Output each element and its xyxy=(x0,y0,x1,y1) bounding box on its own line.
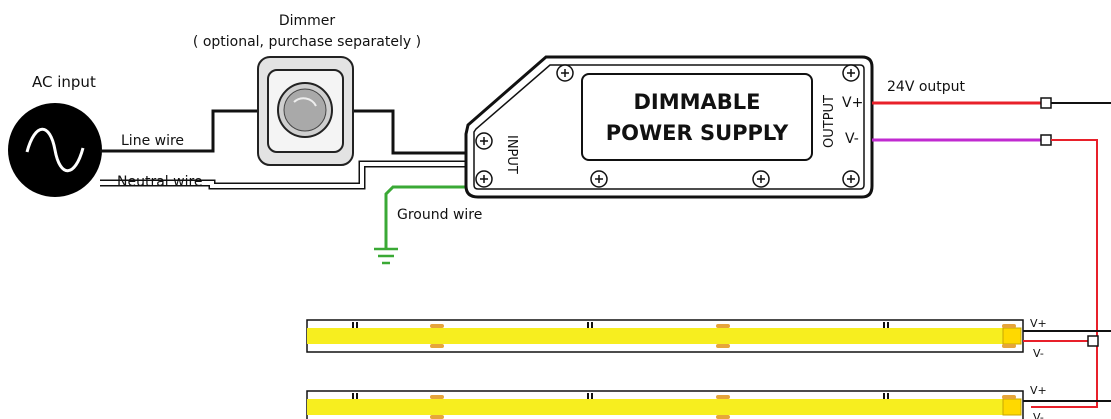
led-strip-1-diodes xyxy=(307,328,1021,344)
screw-plus-icon xyxy=(475,170,493,188)
sine-wave-icon xyxy=(25,127,85,173)
negative-connector xyxy=(1040,134,1052,146)
screw-plus-icon xyxy=(842,64,860,82)
screw-plus-icon xyxy=(475,132,493,150)
strip2-vplus-label: V+ xyxy=(1030,384,1047,397)
dimmer-label: Dimmer xyxy=(279,13,336,29)
neutral-wire-label: Neutral wire xyxy=(117,174,203,190)
screw-plus-icon xyxy=(556,64,574,82)
ac-input-label: AC input xyxy=(32,73,96,91)
power-supply: DIMMABLE POWER SUPPLY INPUT OUTPUT V+ V- xyxy=(464,55,874,199)
led-strip-1 xyxy=(306,319,1024,353)
line-wire-in xyxy=(100,109,265,153)
ground-wire-label: Ground wire xyxy=(397,207,482,223)
strip1-vminus-label: V- xyxy=(1033,347,1044,360)
screw-plus-icon xyxy=(590,170,608,188)
strip2-vminus-label: V- xyxy=(1033,411,1044,419)
negative-extension-wire xyxy=(1031,139,1098,408)
positive-connector xyxy=(1040,97,1052,109)
power-supply-label-panel xyxy=(581,73,813,161)
line-wire-label: Line wire xyxy=(121,133,184,149)
dimmer-knob-highlight xyxy=(293,97,317,107)
strip1-vplus-label: V+ xyxy=(1030,317,1047,330)
dimmer-note: ( optional, purchase separately ) xyxy=(193,34,421,50)
strip1-negative-connector xyxy=(1087,335,1099,347)
power-supply-inner-border xyxy=(473,64,865,190)
output-24v-label: 24V output xyxy=(887,79,966,95)
power-supply-title-line1: DIMMABLE xyxy=(633,90,760,114)
input-vertical-label: INPUT xyxy=(504,135,519,174)
screw-plus-icon xyxy=(842,170,860,188)
neutral-wire xyxy=(100,162,466,188)
line-wire-out xyxy=(345,109,468,155)
led-strip-2-diodes xyxy=(307,399,1021,415)
dimmer xyxy=(257,56,354,166)
led-strip-1-end-pad xyxy=(1002,327,1022,345)
led-strip-2-end-pad xyxy=(1002,398,1022,416)
power-supply-title-line2: POWER SUPPLY xyxy=(606,121,789,145)
screw-plus-icon xyxy=(752,170,770,188)
output-vertical-label: OUTPUT xyxy=(822,95,837,148)
ground-wire xyxy=(384,185,468,248)
dimmer-knob-center xyxy=(283,88,327,132)
psu-vminus-label: V- xyxy=(845,131,859,147)
ground-symbol-icon xyxy=(374,247,398,265)
ac-source xyxy=(8,103,102,197)
psu-vplus-label: V+ xyxy=(842,95,863,111)
led-strip-2 xyxy=(306,390,1024,419)
